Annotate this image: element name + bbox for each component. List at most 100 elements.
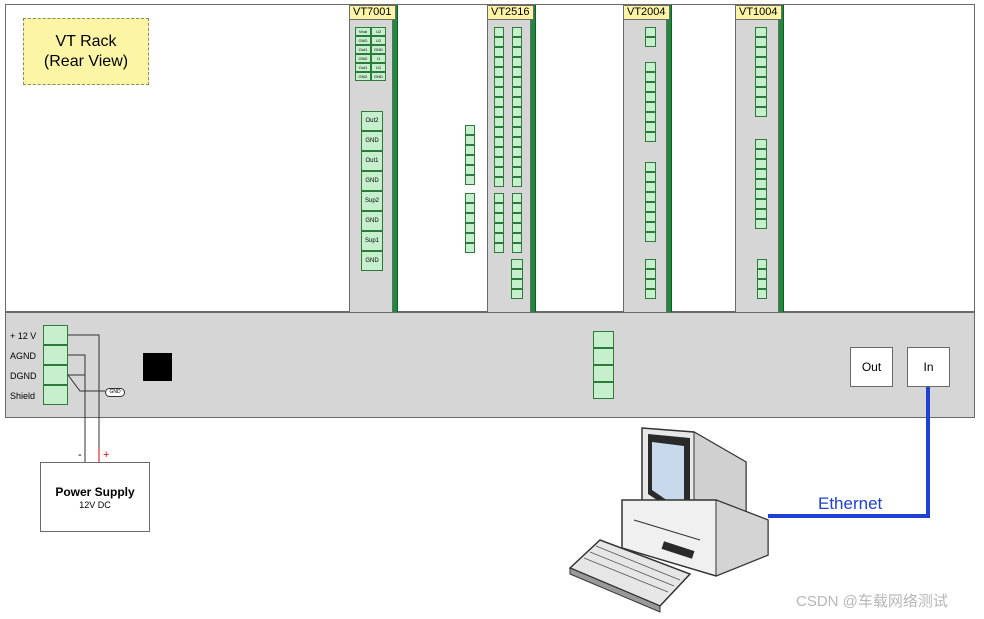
vt2516-pin[interactable] [494, 77, 504, 87]
terminal-pin[interactable] [465, 155, 475, 165]
vt1004-pin[interactable] [755, 77, 767, 87]
vt2516-pin[interactable] [512, 157, 522, 167]
terminal-pin[interactable] [465, 233, 475, 243]
terminal-pin[interactable] [465, 175, 475, 185]
vt2516-pin[interactable] [512, 107, 522, 117]
vt1004-pin[interactable] [755, 27, 767, 37]
power-terminal-pin[interactable] [43, 385, 68, 405]
vt2516-pin[interactable] [494, 117, 504, 127]
vt2516-pin[interactable] [494, 243, 504, 253]
vt2004-pin[interactable] [645, 172, 656, 182]
vt2004-pin[interactable] [645, 72, 656, 82]
port-out[interactable]: Out [850, 347, 893, 387]
vt2004-pin[interactable] [645, 92, 656, 102]
vt2516-pin[interactable] [494, 137, 504, 147]
vt2004-pin[interactable] [645, 112, 656, 122]
vt1004-pin[interactable] [755, 219, 767, 229]
vt1004-pin[interactable] [755, 199, 767, 209]
vt2516-pin[interactable] [512, 137, 522, 147]
vt2516-pin[interactable] [494, 67, 504, 77]
vt2004-pin[interactable] [645, 37, 656, 47]
power-terminal-pin[interactable] [43, 345, 68, 365]
vt2516-pin[interactable] [512, 147, 522, 157]
vt1004-pin[interactable] [757, 259, 767, 269]
vt1004-pin[interactable] [755, 179, 767, 189]
vt2516-pin[interactable] [512, 97, 522, 107]
vt2004-pin[interactable] [645, 222, 656, 232]
vt7001-connector[interactable]: GND [361, 171, 383, 191]
vt2516-pin[interactable] [512, 233, 522, 243]
vt2516-pin[interactable] [494, 87, 504, 97]
vt2516-pin[interactable] [511, 279, 523, 289]
vt2516-pin[interactable] [494, 157, 504, 167]
vt2516-pin[interactable] [494, 203, 504, 213]
vt2004-pin[interactable] [645, 162, 656, 172]
vt2516-pin[interactable] [494, 193, 504, 203]
vt7001-connector[interactable]: Sup1 [361, 231, 383, 251]
vt7001-connector[interactable]: Sup2 [361, 191, 383, 211]
vt2004-pin[interactable] [645, 27, 656, 37]
vt2004-pin[interactable] [645, 259, 656, 269]
vt2004-pin[interactable] [645, 289, 656, 299]
vt2516-pin[interactable] [511, 259, 523, 269]
vt1004-pin[interactable] [755, 159, 767, 169]
port-in[interactable]: In [907, 347, 950, 387]
vt2516-pin[interactable] [512, 67, 522, 77]
vt2004-pin[interactable] [645, 82, 656, 92]
vt2004-pin[interactable] [645, 212, 656, 222]
vt7001-connector[interactable]: GND [361, 131, 383, 151]
vt2516-pin[interactable] [512, 177, 522, 187]
vt2516-pin[interactable] [494, 223, 504, 233]
vt1004-pin[interactable] [755, 87, 767, 97]
vt1004-pin[interactable] [755, 139, 767, 149]
vt2004-pin[interactable] [645, 62, 656, 72]
terminal-pin[interactable] [465, 213, 475, 223]
vt2516-pin[interactable] [512, 223, 522, 233]
vt2516-pin[interactable] [511, 289, 523, 299]
power-terminal-pin[interactable] [43, 325, 68, 345]
vt1004-pin[interactable] [755, 209, 767, 219]
terminal-pin[interactable] [465, 223, 475, 233]
rack-connector-pin[interactable] [593, 331, 614, 348]
vt2516-pin[interactable] [512, 213, 522, 223]
terminal-pin[interactable] [465, 243, 475, 253]
vt2516-pin[interactable] [494, 147, 504, 157]
vt2516-pin[interactable] [512, 57, 522, 67]
vt2516-pin[interactable] [494, 97, 504, 107]
vt2516-pin[interactable] [512, 193, 522, 203]
rack-connector-pin[interactable] [593, 365, 614, 382]
vt2004-pin[interactable] [645, 102, 656, 112]
vt2516-pin[interactable] [512, 243, 522, 253]
vt2004-pin[interactable] [645, 202, 656, 212]
vt2516-pin[interactable] [494, 127, 504, 137]
vt2004-pin[interactable] [645, 182, 656, 192]
vt7001-connector[interactable]: Out2 [361, 111, 383, 131]
vt7001-connector[interactable]: GND [361, 211, 383, 231]
vt2516-pin[interactable] [494, 47, 504, 57]
vt7001-connector[interactable]: Out1 [361, 151, 383, 171]
terminal-pin[interactable] [465, 203, 475, 213]
vt2004-pin[interactable] [645, 269, 656, 279]
vt1004-pin[interactable] [755, 57, 767, 67]
vt2516-pin[interactable] [494, 107, 504, 117]
rack-connector-pin[interactable] [593, 348, 614, 365]
vt1004-pin[interactable] [755, 37, 767, 47]
vt2516-pin[interactable] [494, 167, 504, 177]
vt2516-pin[interactable] [512, 87, 522, 97]
vt7001-connector[interactable]: GND [361, 251, 383, 271]
vt2004-pin[interactable] [645, 279, 656, 289]
vt2516-pin[interactable] [512, 203, 522, 213]
vt2516-pin[interactable] [494, 57, 504, 67]
vt2004-pin[interactable] [645, 122, 656, 132]
vt1004-pin[interactable] [755, 97, 767, 107]
vt1004-pin[interactable] [755, 149, 767, 159]
vt1004-pin[interactable] [755, 47, 767, 57]
vt2004-pin[interactable] [645, 232, 656, 242]
vt1004-pin[interactable] [757, 279, 767, 289]
vt2516-pin[interactable] [494, 233, 504, 243]
vt2004-pin[interactable] [645, 132, 656, 142]
vt2516-pin[interactable] [512, 27, 522, 37]
terminal-pin[interactable] [465, 125, 475, 135]
vt1004-pin[interactable] [755, 67, 767, 77]
terminal-pin[interactable] [465, 193, 475, 203]
